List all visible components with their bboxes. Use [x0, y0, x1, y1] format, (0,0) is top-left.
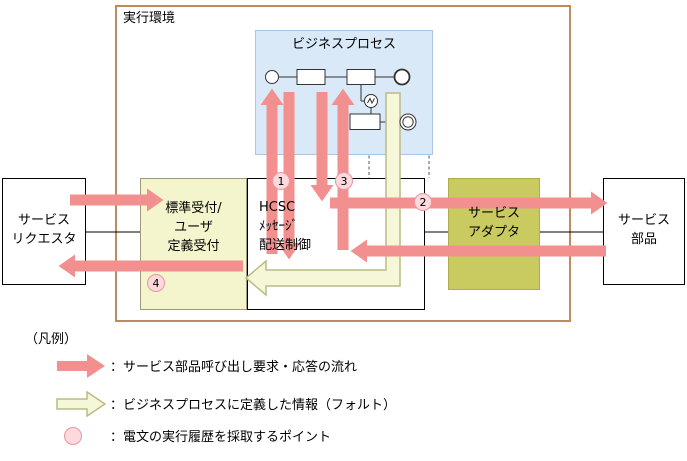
- service-parts-label: サービス 部品: [603, 212, 685, 250]
- business-process-label: ビジネスプロセス: [291, 37, 396, 52]
- hcsc-line3: 配送制御: [259, 237, 312, 253]
- reception-line2: ユーザ: [174, 219, 213, 235]
- legend-label-request-flow: ：サービス部品呼び出し要求・応答の流れ: [110, 360, 358, 375]
- reception-line3: 定義受付: [167, 238, 220, 254]
- standard-reception-label: 標準受付/ ユーザ 定義受付: [140, 200, 247, 257]
- service-requester-label: サービス リクエスタ: [2, 212, 86, 250]
- legend-label-history-point: ：電文の実行履歴を採取するポイント: [110, 430, 332, 445]
- service-adapter-box: [448, 178, 540, 290]
- fault-info-arrow-shape: [56, 391, 107, 417]
- service-adapter-label: サービス アダプタ: [448, 205, 540, 243]
- hcsc-message-control-label: HCSC ﾒｯｾｰｼﾞ 配送制御: [259, 199, 311, 256]
- service-parts-box: [603, 178, 685, 285]
- adapter-line1: サービス: [467, 206, 520, 221]
- request-flow-arrow-shape: [57, 354, 105, 378]
- history-point-badge-4: 4: [147, 274, 165, 292]
- hcsc-line1: HCSC: [259, 200, 296, 215]
- history-point-badge-1: 1: [272, 172, 290, 190]
- legend-title: （凡例）: [25, 332, 78, 347]
- history-point-icon: [64, 427, 82, 445]
- adapter-line2: アダプタ: [467, 224, 520, 240]
- reception-line1: 標準受付/: [165, 201, 222, 216]
- fault-info-arrow-icon: [56, 391, 107, 417]
- service-requester-line1: サービス: [17, 213, 70, 228]
- execution-env-label: 実行環境: [123, 11, 176, 26]
- history-point-badge-3: 3: [335, 172, 353, 190]
- hcsc-line2: ﾒｯｾｰｼﾞ: [259, 218, 298, 234]
- history-point-badge-2: 2: [414, 193, 432, 211]
- service-requester-line2: リクエスタ: [11, 231, 77, 247]
- request-flow-arrow-icon: [57, 354, 105, 378]
- parts-line2: 部品: [630, 231, 657, 247]
- legend-label-fault-info: ：ビジネスプロセスに定義した情報（フォルト）: [110, 398, 397, 413]
- parts-line1: サービス: [617, 213, 670, 228]
